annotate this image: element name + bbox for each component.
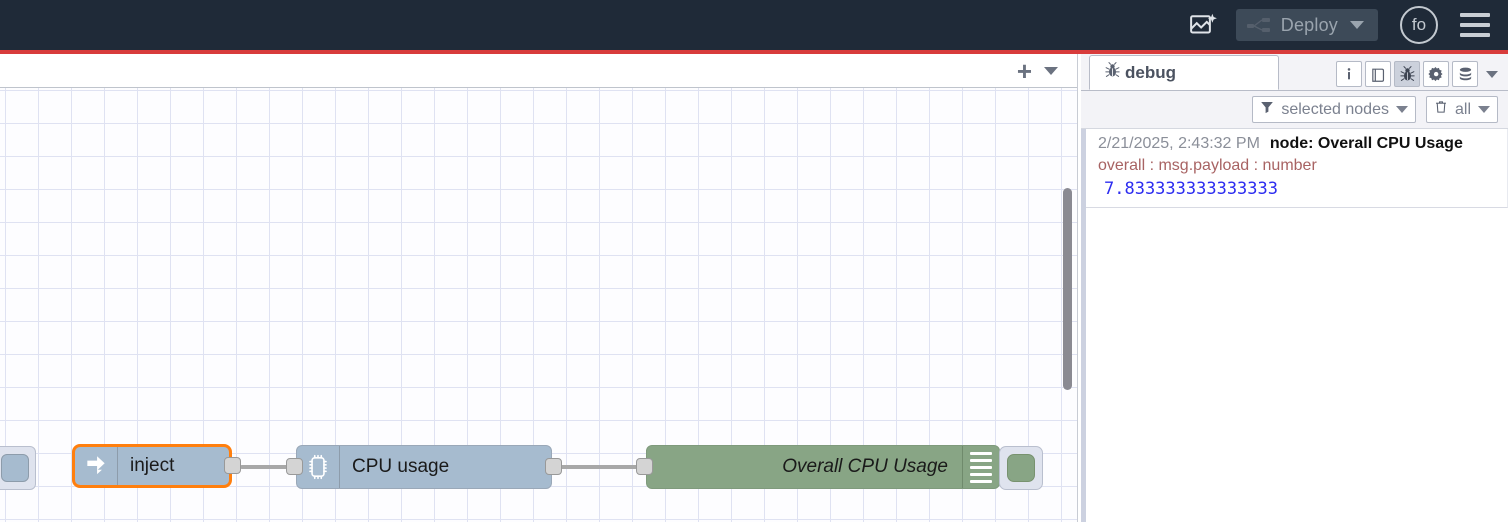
debug-lines-icon: [962, 446, 999, 488]
canvas-vertical-scrollbar[interactable]: [1063, 188, 1072, 390]
cpu-usage-node-label: CPU usage: [352, 456, 450, 477]
chevron-down-icon[interactable]: [1478, 106, 1490, 113]
app-header: Deploy fo: [0, 0, 1508, 50]
sidebar-tab-row: debug: [1081, 54, 1508, 91]
wire-inject-to-cpu: [240, 465, 296, 469]
cpu-input-port[interactable]: [286, 458, 303, 475]
tab-debug[interactable]: debug: [1089, 55, 1279, 90]
wire-cpu-to-debug: [556, 465, 646, 469]
debug-input-port[interactable]: [636, 458, 653, 475]
debug-tab-button[interactable]: [1394, 61, 1420, 87]
debug-node-label: Overall CPU Usage: [782, 456, 948, 477]
debug-node-filter-button[interactable]: selected nodes: [1252, 96, 1416, 123]
inject-output-port[interactable]: [224, 457, 241, 474]
offscreen-node-body: [1, 454, 29, 482]
canvas-right-divider: [1077, 54, 1081, 522]
tab-debug-label: debug: [1125, 62, 1176, 82]
debug-clear-button[interactable]: all: [1425, 96, 1498, 123]
inject-arrow-icon: [75, 447, 118, 485]
inject-node-label: inject: [130, 455, 175, 476]
chevron-down-icon[interactable]: [1395, 106, 1408, 113]
debug-clear-label: all: [1454, 100, 1471, 118]
debug-node-toggle-indicator: [1007, 454, 1035, 482]
user-avatar[interactable]: fo: [1400, 6, 1438, 44]
debug-message-row[interactable]: 2/21/2025, 2:43:32 PM node: Overall CPU U…: [1086, 129, 1508, 208]
flow-list-chevron-down-icon[interactable]: [1044, 66, 1058, 75]
debug-node-toggle-button[interactable]: [999, 446, 1043, 490]
workspace-tabs-toolbar: +: [0, 54, 1080, 88]
chevron-down-icon[interactable]: [1350, 21, 1364, 29]
config-tab-button[interactable]: [1423, 61, 1449, 87]
add-flow-button[interactable]: +: [1016, 55, 1032, 86]
flow-canvas[interactable]: inject CPU usage Overall CPU Usage: [0, 88, 1080, 522]
info-tab-button[interactable]: [1336, 61, 1362, 87]
trash-icon: [1434, 99, 1448, 120]
debug-node-filter-label: selected nodes: [1281, 100, 1389, 118]
debug-message-source: node: Overall CPU Usage: [1269, 135, 1463, 152]
sidebar-tool-buttons: [1336, 61, 1508, 90]
debug-node[interactable]: Overall CPU Usage: [636, 445, 1000, 489]
debug-filter-row: selected nodes all: [1081, 91, 1508, 129]
debug-message-timestamp: 2/21/2025, 2:43:32 PM: [1098, 135, 1260, 152]
flow-generate-icon[interactable]: [1186, 8, 1220, 42]
header-accent-bar: [0, 50, 1508, 54]
inject-node[interactable]: inject: [72, 444, 241, 488]
offscreen-node[interactable]: [0, 446, 36, 490]
hamburger-menu-icon[interactable]: [1460, 13, 1490, 37]
debug-message-header: 2/21/2025, 2:43:32 PM node: Overall CPU U…: [1098, 133, 1501, 155]
sidebar-more-chevron-down-icon[interactable]: [1486, 70, 1498, 78]
sidebar-panel: debug: [1081, 54, 1508, 522]
funnel-icon: [1260, 100, 1274, 119]
cpu-usage-node[interactable]: CPU usage: [286, 445, 562, 489]
debug-message-value: 7.833333333333333: [1104, 179, 1278, 199]
deploy-button[interactable]: Deploy: [1235, 9, 1378, 41]
cpu-output-port[interactable]: [545, 458, 562, 475]
help-tab-button[interactable]: [1365, 61, 1391, 87]
debug-message-topic: overall : msg.payload : number: [1098, 157, 1317, 174]
context-tab-button[interactable]: [1452, 61, 1478, 87]
deploy-label: Deploy: [1280, 14, 1338, 35]
bug-icon: [1104, 61, 1121, 84]
debug-message-list[interactable]: 2/21/2025, 2:43:32 PM node: Overall CPU U…: [1081, 129, 1508, 522]
deploy-flow-icon: [1246, 16, 1272, 34]
microchip-icon: [297, 446, 340, 488]
